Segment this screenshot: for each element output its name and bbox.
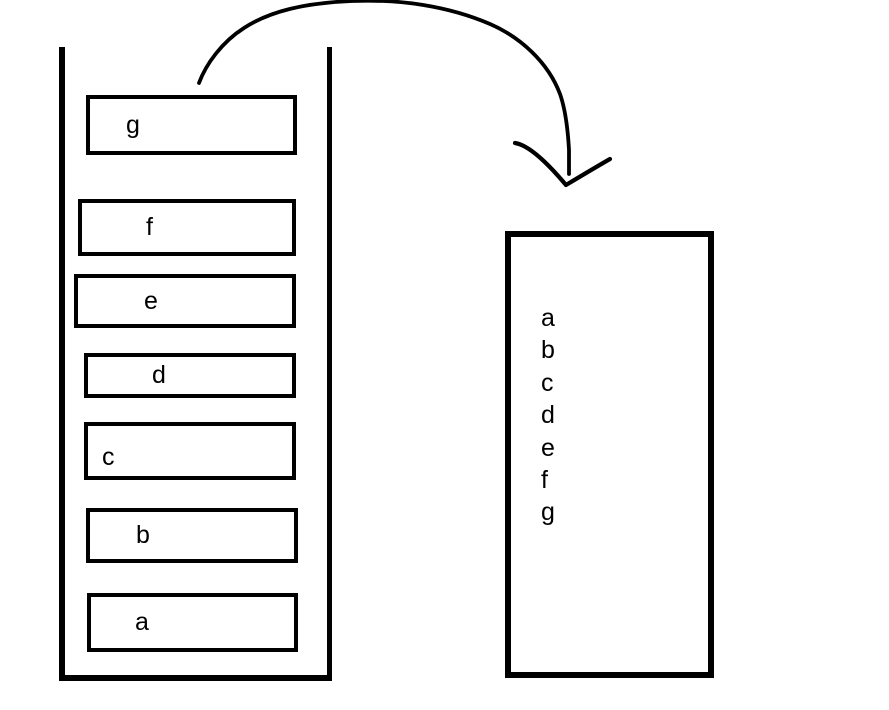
stack-box-f: f bbox=[78, 199, 296, 256]
stack-item-label: a bbox=[135, 608, 149, 636]
stack-item-label: d bbox=[152, 361, 166, 389]
curved-arrow-head bbox=[512, 140, 613, 188]
stack-item-label: f bbox=[146, 213, 153, 241]
stack-box-b: b bbox=[86, 508, 298, 563]
stack-box-g: g bbox=[86, 95, 297, 155]
stack-item-label: b bbox=[136, 521, 150, 549]
stack-item-label: c bbox=[102, 443, 115, 471]
output-letter: f bbox=[541, 466, 548, 495]
output-letter: d bbox=[541, 401, 555, 430]
output-letter-list: a b c d e f g bbox=[511, 237, 708, 529]
stack-box-c: c bbox=[84, 422, 296, 480]
stack-container bbox=[59, 47, 332, 681]
output-box: a b c d e f g bbox=[505, 231, 714, 678]
output-letter: c bbox=[541, 368, 554, 397]
stack-box-e: e bbox=[74, 274, 296, 328]
stack-item-label: g bbox=[126, 110, 140, 139]
output-letter: g bbox=[541, 498, 555, 527]
stack-box-a: a bbox=[87, 593, 298, 652]
stack-item-label: e bbox=[144, 286, 158, 315]
output-letter: b bbox=[541, 336, 555, 365]
output-letter: e bbox=[541, 433, 555, 462]
stack-box-d: d bbox=[84, 353, 296, 398]
output-letter: a bbox=[541, 304, 555, 332]
